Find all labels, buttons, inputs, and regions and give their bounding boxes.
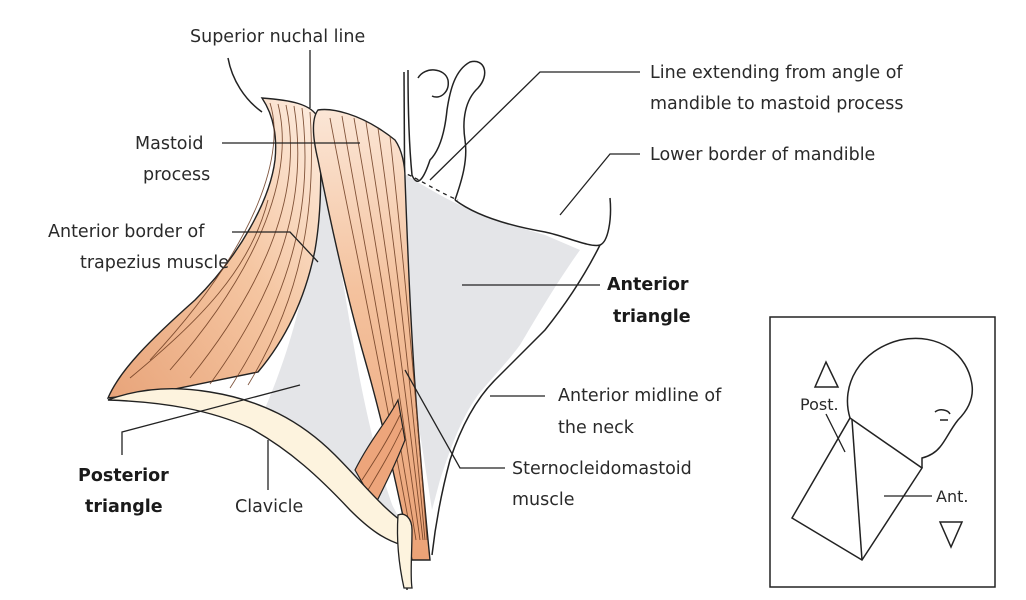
scm-clavicular-fibers <box>361 414 403 491</box>
label-posterior-triangle-line1: Posterior <box>78 466 169 486</box>
label-mastoid-process-line1: Mastoid <box>135 134 203 154</box>
label-anterior-triangle-line2: triangle <box>613 307 691 327</box>
label-sternocleidomastoid-line2: muscle <box>512 490 575 510</box>
inset-label-ant: Ant. <box>936 487 968 506</box>
inset-post-triangle-icon <box>813 360 840 388</box>
label-mastoid-process-line2: process <box>143 165 210 185</box>
label-superior-nuchal-line: Superior nuchal line <box>190 27 365 47</box>
label-posterior-triangle-line2: triangle <box>85 497 163 517</box>
label-line-angle-mandible-line1: Line extending from angle of <box>650 63 903 83</box>
ear-inner-outline <box>417 69 449 98</box>
sternum-bone <box>396 513 413 589</box>
label-lower-border-mandible: Lower border of mandible <box>650 145 875 165</box>
label-anterior-border-trapezius-line2: trapezius muscle <box>80 253 229 273</box>
label-anterior-triangle-line1: Anterior <box>607 275 689 295</box>
scm-clavicular-head <box>354 398 406 507</box>
label-anterior-midline-line1: Anterior midline of <box>558 386 722 406</box>
label-sternocleidomastoid-line1: Sternocleidomastoid <box>512 459 692 479</box>
inset-face-detail <box>934 409 951 421</box>
inset-post-leader <box>825 413 846 453</box>
orientation-inset: Post. Ant. <box>769 316 996 588</box>
ear-outline <box>407 60 486 201</box>
inset-frame <box>769 316 996 588</box>
neck-posterior-outline <box>227 57 263 113</box>
inset-head-outline <box>846 337 974 468</box>
sternocleidomastoid-fibers <box>329 115 428 541</box>
inset-divider-line <box>851 419 863 561</box>
inset-label-post: Post. <box>800 395 839 414</box>
mandible-lower-border <box>454 197 612 247</box>
label-anterior-midline-line2: the neck <box>558 418 635 438</box>
anterior-triangle-region <box>352 135 580 510</box>
label-anterior-border-trapezius-line1: Anterior border of <box>48 222 205 242</box>
anterior-midline-outline <box>431 244 601 556</box>
label-line-angle-mandible-line2: mandible to mastoid process <box>650 94 904 114</box>
label-clavicle: Clavicle <box>235 497 303 517</box>
inset-ant-triangle-icon <box>938 521 964 549</box>
leader-lines <box>121 50 640 490</box>
